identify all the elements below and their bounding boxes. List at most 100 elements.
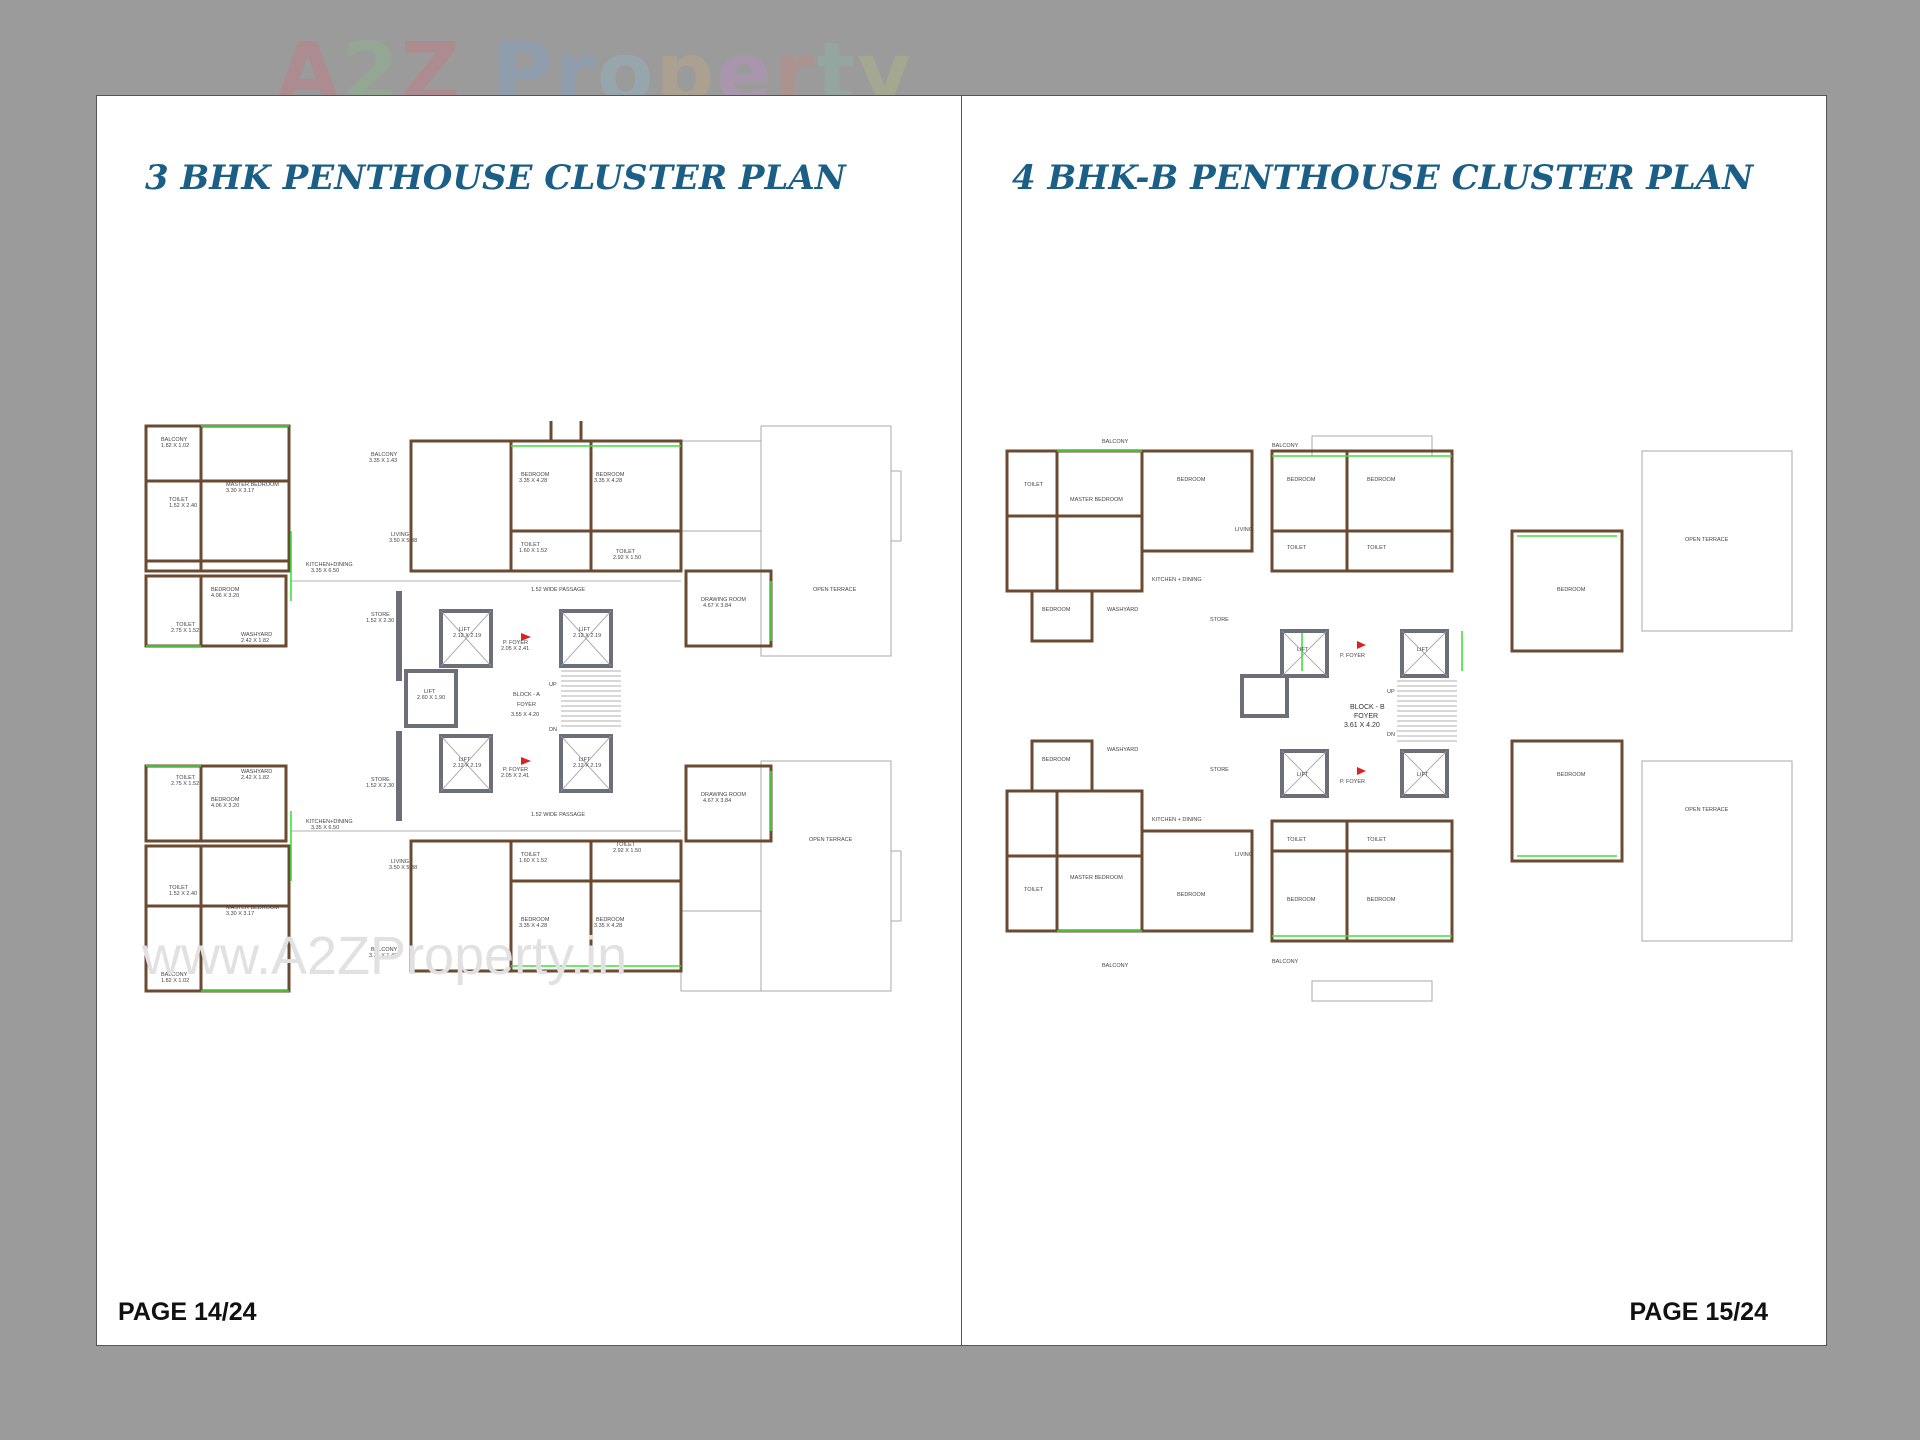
room-label: P. FOYER [503,640,528,646]
room-dimension: 3.55 X 4.20 [511,712,539,718]
stair-label: DN [549,727,557,733]
arrow-icon [521,633,531,641]
room-label: TOILET [1367,545,1387,551]
room-label: LIFT [579,627,591,633]
room-label: BEDROOM [596,917,625,923]
room-label: FOYER [1354,713,1378,720]
room-label: LIVING [1235,852,1253,858]
room-dimension: 1.52 X 2.40 [169,503,197,509]
room-label: LIFT [1297,772,1309,778]
room-label: BALCONY [1272,443,1299,449]
room-label: TOILET [1024,887,1044,893]
room-dimension: 4.06 X 3.20 [211,803,239,809]
room-label: TOILET [169,497,189,503]
floor-plan-4bhk-drawing: BALCONY BALCONY TOILET MASTER BEDROOM BE… [1005,435,1793,1002]
room-dimension: 2.42 X 1.82 [241,638,269,644]
room-label: BEDROOM [1042,607,1071,613]
room-label: BEDROOM [1557,772,1586,778]
room-label: P. FOYER [503,767,528,773]
room-label: LIFT [459,757,471,763]
page-14: 3 BHK PENTHOUSE CLUSTER PLAN [97,96,961,1345]
page-title: 3 BHK PENTHOUSE CLUSTER PLAN [145,158,846,198]
stair-label: UP [1387,689,1395,695]
room-label: KITCHEN + DINING [1152,577,1202,583]
room-label: OPEN TERRACE [1685,537,1729,543]
room-label: BEDROOM [1287,897,1316,903]
room-dimension: 1.52 X 2.30 [366,783,394,789]
block-label: BLOCK - B [1350,704,1385,711]
room-label: KITCHEN+DINING [306,562,353,568]
room-dimension: 4.06 X 3.20 [211,593,239,599]
room-label: FOYER [517,702,536,708]
room-dimension: 3.35 X 6.50 [311,568,339,574]
room-dimension: 2.92 X 1.50 [613,848,641,854]
page-15: 4 BHK-B PENTHOUSE CLUSTER PLAN [961,96,1826,1345]
room-label: LIFT [1297,647,1309,653]
document-spread: 3 BHK PENTHOUSE CLUSTER PLAN [96,95,1827,1346]
room-dimension: 2.05 X 2.41 [501,773,529,779]
floor-plan-3bhk: BALCONY 1.82 X 1.02 MASTER BEDROOM 3.30 … [141,401,921,1051]
room-dimension: 2.12 X 2.19 [573,763,601,769]
room-label: WASHYARD [1107,607,1138,613]
room-dimension: 3.61 X 4.20 [1344,722,1380,729]
room-label: STORE [371,777,390,783]
room-label: OPEN TERRACE [1685,807,1729,813]
room-label: TOILET [176,775,196,781]
room-label: BEDROOM [596,472,625,478]
room-label: OPEN TERRACE [809,837,853,843]
room-label: STORE [371,612,390,618]
room-dimension: 2.92 X 1.50 [613,555,641,561]
room-dimension: 1.60 X 1.52 [519,858,547,864]
room-label: P. FOYER [1340,653,1365,659]
room-dimension: 3.35 X 4.28 [594,923,622,929]
room-dimension: 2.05 X 2.41 [501,646,529,652]
room-label: MASTER BEDROOM [1070,497,1123,503]
room-label: WASHYARD [241,769,272,775]
room-label: 1.52 WIDE PASSAGE [531,587,585,593]
room-label: STORE [1210,767,1229,773]
room-label: TOILET [1367,837,1387,843]
room-dimension: 3.50 X 5.88 [389,865,417,871]
room-label: TOILET [169,885,189,891]
room-dimension: 4.67 X 3.84 [703,603,731,609]
room-label: LIVING [1235,527,1253,533]
room-label: BEDROOM [1042,757,1071,763]
watermark-url: www.A2ZProperty.in [142,926,628,986]
floor-plan-3bhk-drawing: BALCONY 1.82 X 1.02 MASTER BEDROOM 3.30 … [144,421,902,993]
room-label: BALCONY [371,947,398,953]
room-label: WASHYARD [241,632,272,638]
room-label: BEDROOM [1557,587,1586,593]
room-dimension: 2.75 X 1.52 [171,781,199,787]
room-label: BALCONY [161,972,188,978]
room-dimension: 2.12 X 2.19 [573,633,601,639]
room-dimension: 3.35 X 4.28 [594,478,622,484]
room-label: KITCHEN+DINING [306,819,353,825]
block-label: BLOCK - A [513,692,540,698]
room-dimension: 3.30 X 3.17 [226,488,254,494]
room-label: LIFT [1417,772,1429,778]
room-label: 1.52 WIDE PASSAGE [531,812,585,818]
stair-label: UP [549,682,557,688]
room-label: TOILET [521,852,541,858]
room-label: LIFT [579,757,591,763]
room-dimension: 1.52 X 2.40 [169,891,197,897]
room-label: LIVING [391,859,409,865]
room-label: LIFT [424,689,436,695]
page-title: 4 BHK-B PENTHOUSE CLUSTER PLAN [1012,158,1754,198]
room-dimension: 1.82 X 1.02 [161,978,189,984]
room-dimension: 2.60 X 1.90 [417,695,445,701]
stair-label: DN [1387,732,1395,738]
room-label: LIFT [459,627,471,633]
room-label: TOILET [1287,837,1307,843]
room-label: P. FOYER [1340,779,1365,785]
room-dimension: 3.35 X 1.43 [369,953,397,959]
room-label: TOILET [176,622,196,628]
room-dimension: 4.67 X 3.84 [703,798,731,804]
room-label: BEDROOM [521,917,550,923]
room-label: BALCONY [161,437,188,443]
room-label: BEDROOM [1367,477,1396,483]
room-label: TOILET [521,542,541,548]
room-dimension: 2.42 X 1.82 [241,775,269,781]
room-dimension: 2.75 X 1.52 [171,628,199,634]
room-label: BALCONY [1102,963,1129,969]
